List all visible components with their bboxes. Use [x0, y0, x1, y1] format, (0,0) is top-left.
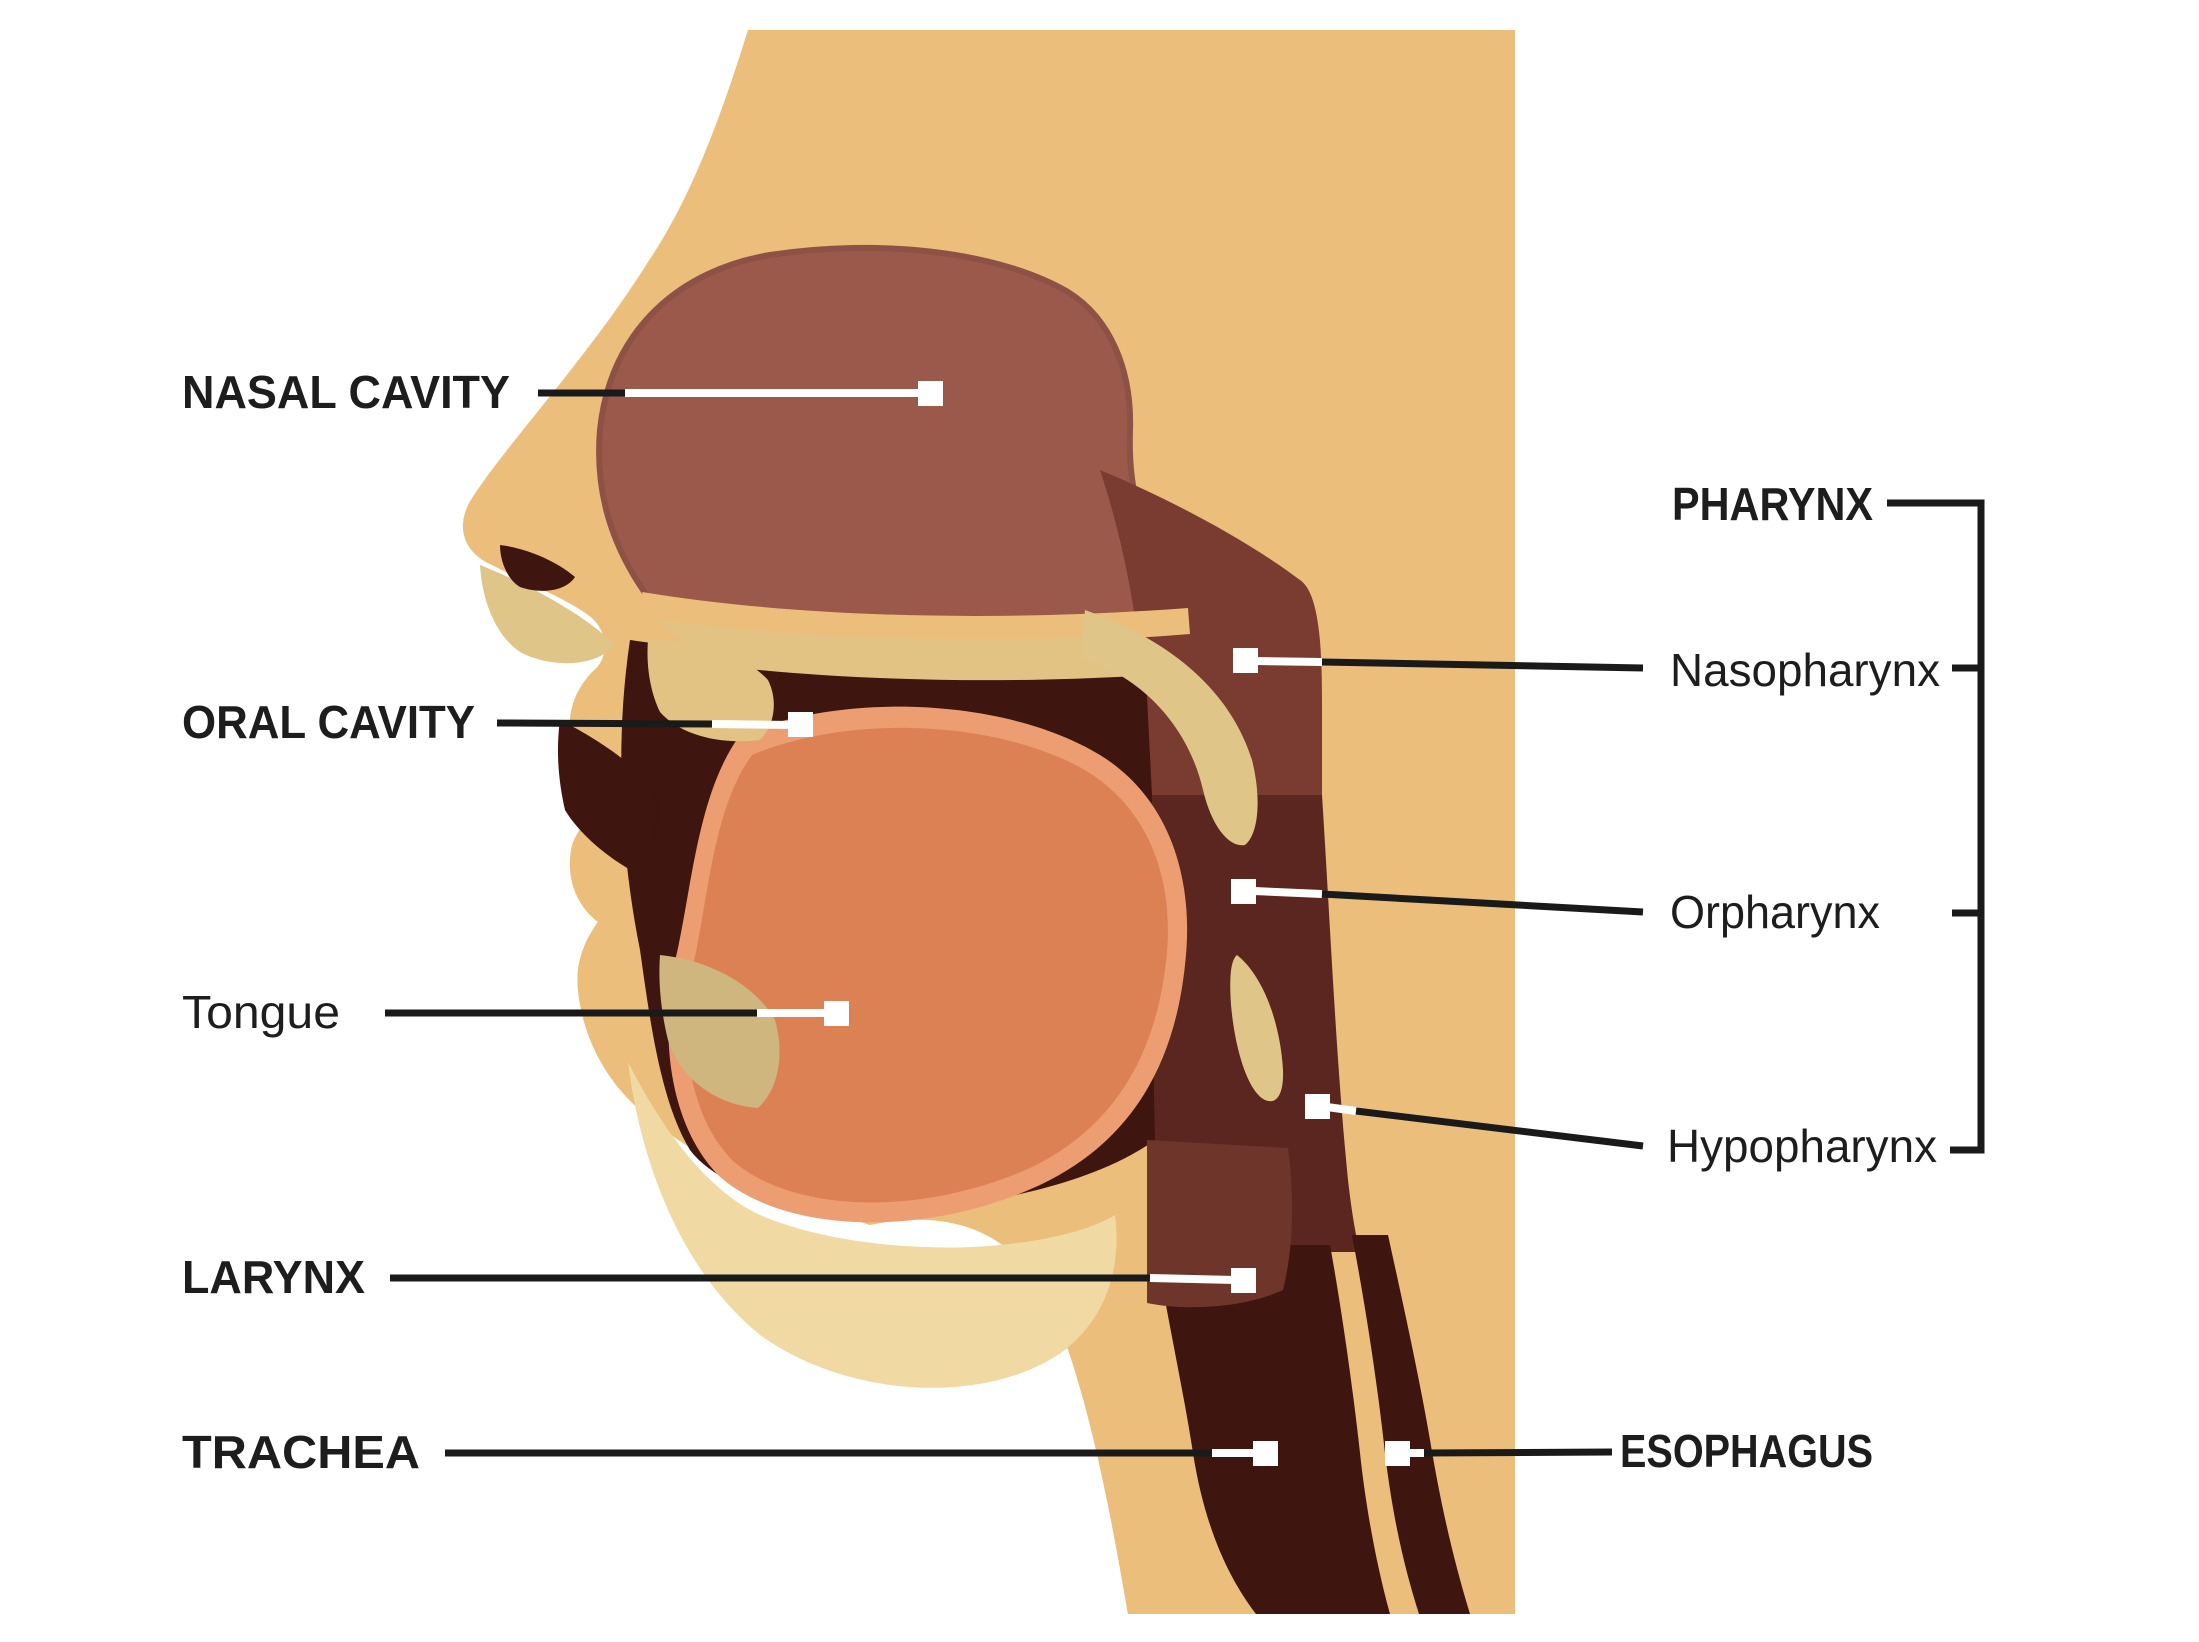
nasal-cavity-marker: [918, 381, 943, 406]
esophagus-label: ESOPHAGUS: [1620, 1425, 1873, 1477]
orpharynx-marker: [1231, 879, 1256, 904]
lower-jaw: [628, 1062, 1117, 1388]
hard-palate-khaki: [660, 620, 1147, 681]
pharynx-label: PHARYNX: [1672, 478, 1873, 530]
nasopharynx-leader-white: [1255, 657, 1323, 666]
pharynx-bracket: [1887, 499, 1985, 1154]
tongue-body: [687, 727, 1168, 1203]
soft-palate: [1080, 610, 1258, 846]
epiglottis: [1230, 955, 1284, 1102]
hypopharynx-leader-white: [1326, 1103, 1357, 1115]
orpharynx-leader-white: [1253, 887, 1323, 898]
hypopharynx-label: Hypopharynx: [1667, 1120, 1937, 1172]
lower-teeth: [659, 955, 780, 1108]
oral-cavity-leader-black: [496, 719, 713, 728]
larynx-label: LARYNX: [182, 1251, 365, 1303]
larynx-marker: [1231, 1268, 1256, 1293]
hard-palate-tan: [642, 592, 1190, 643]
esophagus-tube: [1352, 1235, 1470, 1614]
leader-lines: [385, 389, 1985, 1457]
lip-opening: [557, 720, 657, 875]
orpharynx-leader-black: [1321, 890, 1644, 916]
nasopharynx-region: [1100, 470, 1322, 800]
nostril-slit: [500, 545, 575, 591]
esophagus-marker: [1385, 1441, 1410, 1466]
markers: [788, 381, 1410, 1466]
nasopharynx-label: Nasopharynx: [1670, 644, 1940, 696]
hypopharynx-leader-black: [1355, 1107, 1644, 1150]
tongue-label: Tongue: [182, 986, 340, 1038]
trachea-label: TRACHEA: [182, 1426, 420, 1478]
tongue-marker: [824, 1001, 849, 1026]
trachea-tube: [1155, 1245, 1390, 1614]
oral-cavity-leader-white: [711, 720, 793, 729]
oral-cavity-marker: [788, 712, 813, 737]
orpharynx-label: Orpharynx: [1670, 886, 1880, 938]
larynx-region: [1147, 1140, 1293, 1308]
trachea-marker: [1253, 1441, 1278, 1466]
nasopharynx-marker: [1233, 648, 1258, 673]
nasal-cavity-label: NASAL CAVITY: [182, 366, 510, 418]
hypopharynx-marker: [1305, 1094, 1330, 1119]
philtrum-khaki: [480, 565, 615, 664]
upper-teeth: [647, 640, 774, 742]
oral-cavity-label: ORAL CAVITY: [182, 696, 475, 748]
esophagus-leader-black: [1423, 1448, 1613, 1457]
larynx-leader-white: [1149, 1274, 1236, 1284]
nasopharynx-leader-black: [1321, 658, 1644, 672]
